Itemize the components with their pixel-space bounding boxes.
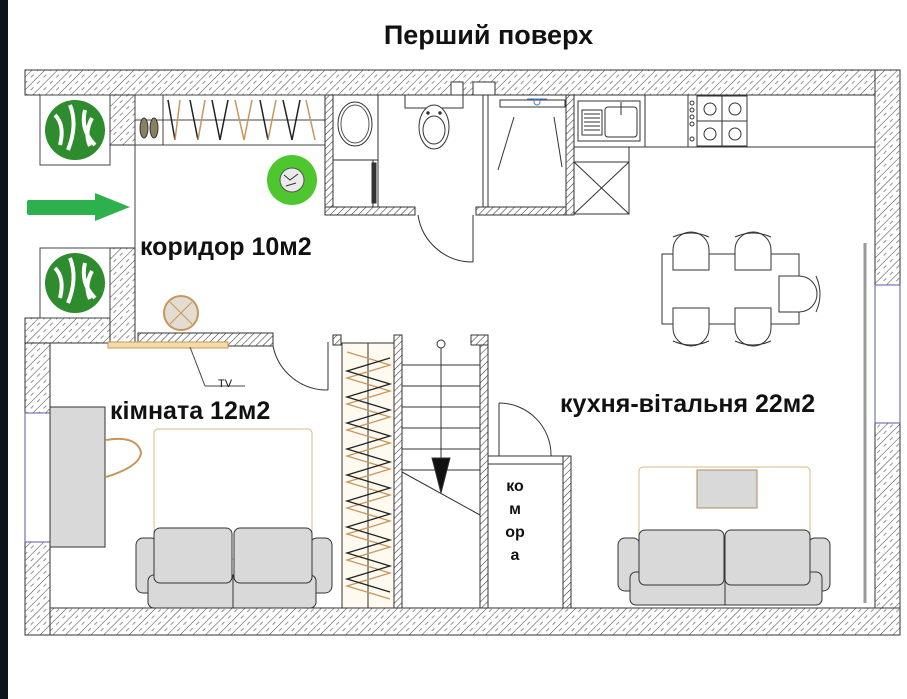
shoes-icon: [139, 117, 159, 139]
dining-chair-icon: [672, 231, 821, 347]
left-edge-strip: [0, 0, 8, 699]
plant-icon: [45, 253, 105, 313]
bed: [153, 428, 313, 560]
kitchen-sink-icon: [577, 100, 641, 142]
bathroom: [324, 81, 575, 263]
fridge-icon: [573, 161, 630, 215]
washing-machine-icon: [332, 159, 377, 208]
dining-table: [661, 231, 821, 347]
toilet-icon: [404, 94, 464, 150]
windows: [24, 284, 901, 543]
sofa-icon: [135, 527, 333, 609]
sofa-icon: [617, 529, 831, 606]
sink-icon: [337, 101, 373, 147]
stair-wardrobe: [332, 334, 403, 609]
lamp-icon: [163, 295, 199, 331]
page-title: Перший поверх: [383, 20, 594, 50]
storage-room: [487, 402, 572, 609]
office-chair-icon: [105, 437, 143, 478]
room-walls: [49, 295, 333, 609]
room-label-storage: комора: [505, 478, 525, 564]
wardrobe: [134, 94, 326, 146]
room-label-kitchen-living: кухня-вітальня 22м2: [560, 390, 816, 418]
plant-icon: [267, 155, 317, 205]
bathroom-door[interactable]: [417, 214, 474, 263]
entrance: [27, 94, 136, 319]
staircase-arrow-icon: [431, 339, 451, 494]
room-label-corridor: коридор 10м2: [140, 233, 312, 261]
storage-door[interactable]: [498, 402, 552, 457]
entrance-arrow-icon: [27, 193, 130, 221]
desk: [49, 406, 106, 548]
staircase: [401, 334, 489, 609]
stove-icon: [689, 95, 748, 147]
plant-icon: [45, 100, 105, 160]
room-door[interactable]: [272, 342, 329, 391]
kitchen-counter: [573, 94, 876, 215]
tv-annotation: TV: [218, 378, 233, 390]
shower-icon: [497, 98, 566, 171]
living-area: [617, 466, 831, 606]
room-label-bedroom: кімната 12м2: [110, 397, 271, 425]
